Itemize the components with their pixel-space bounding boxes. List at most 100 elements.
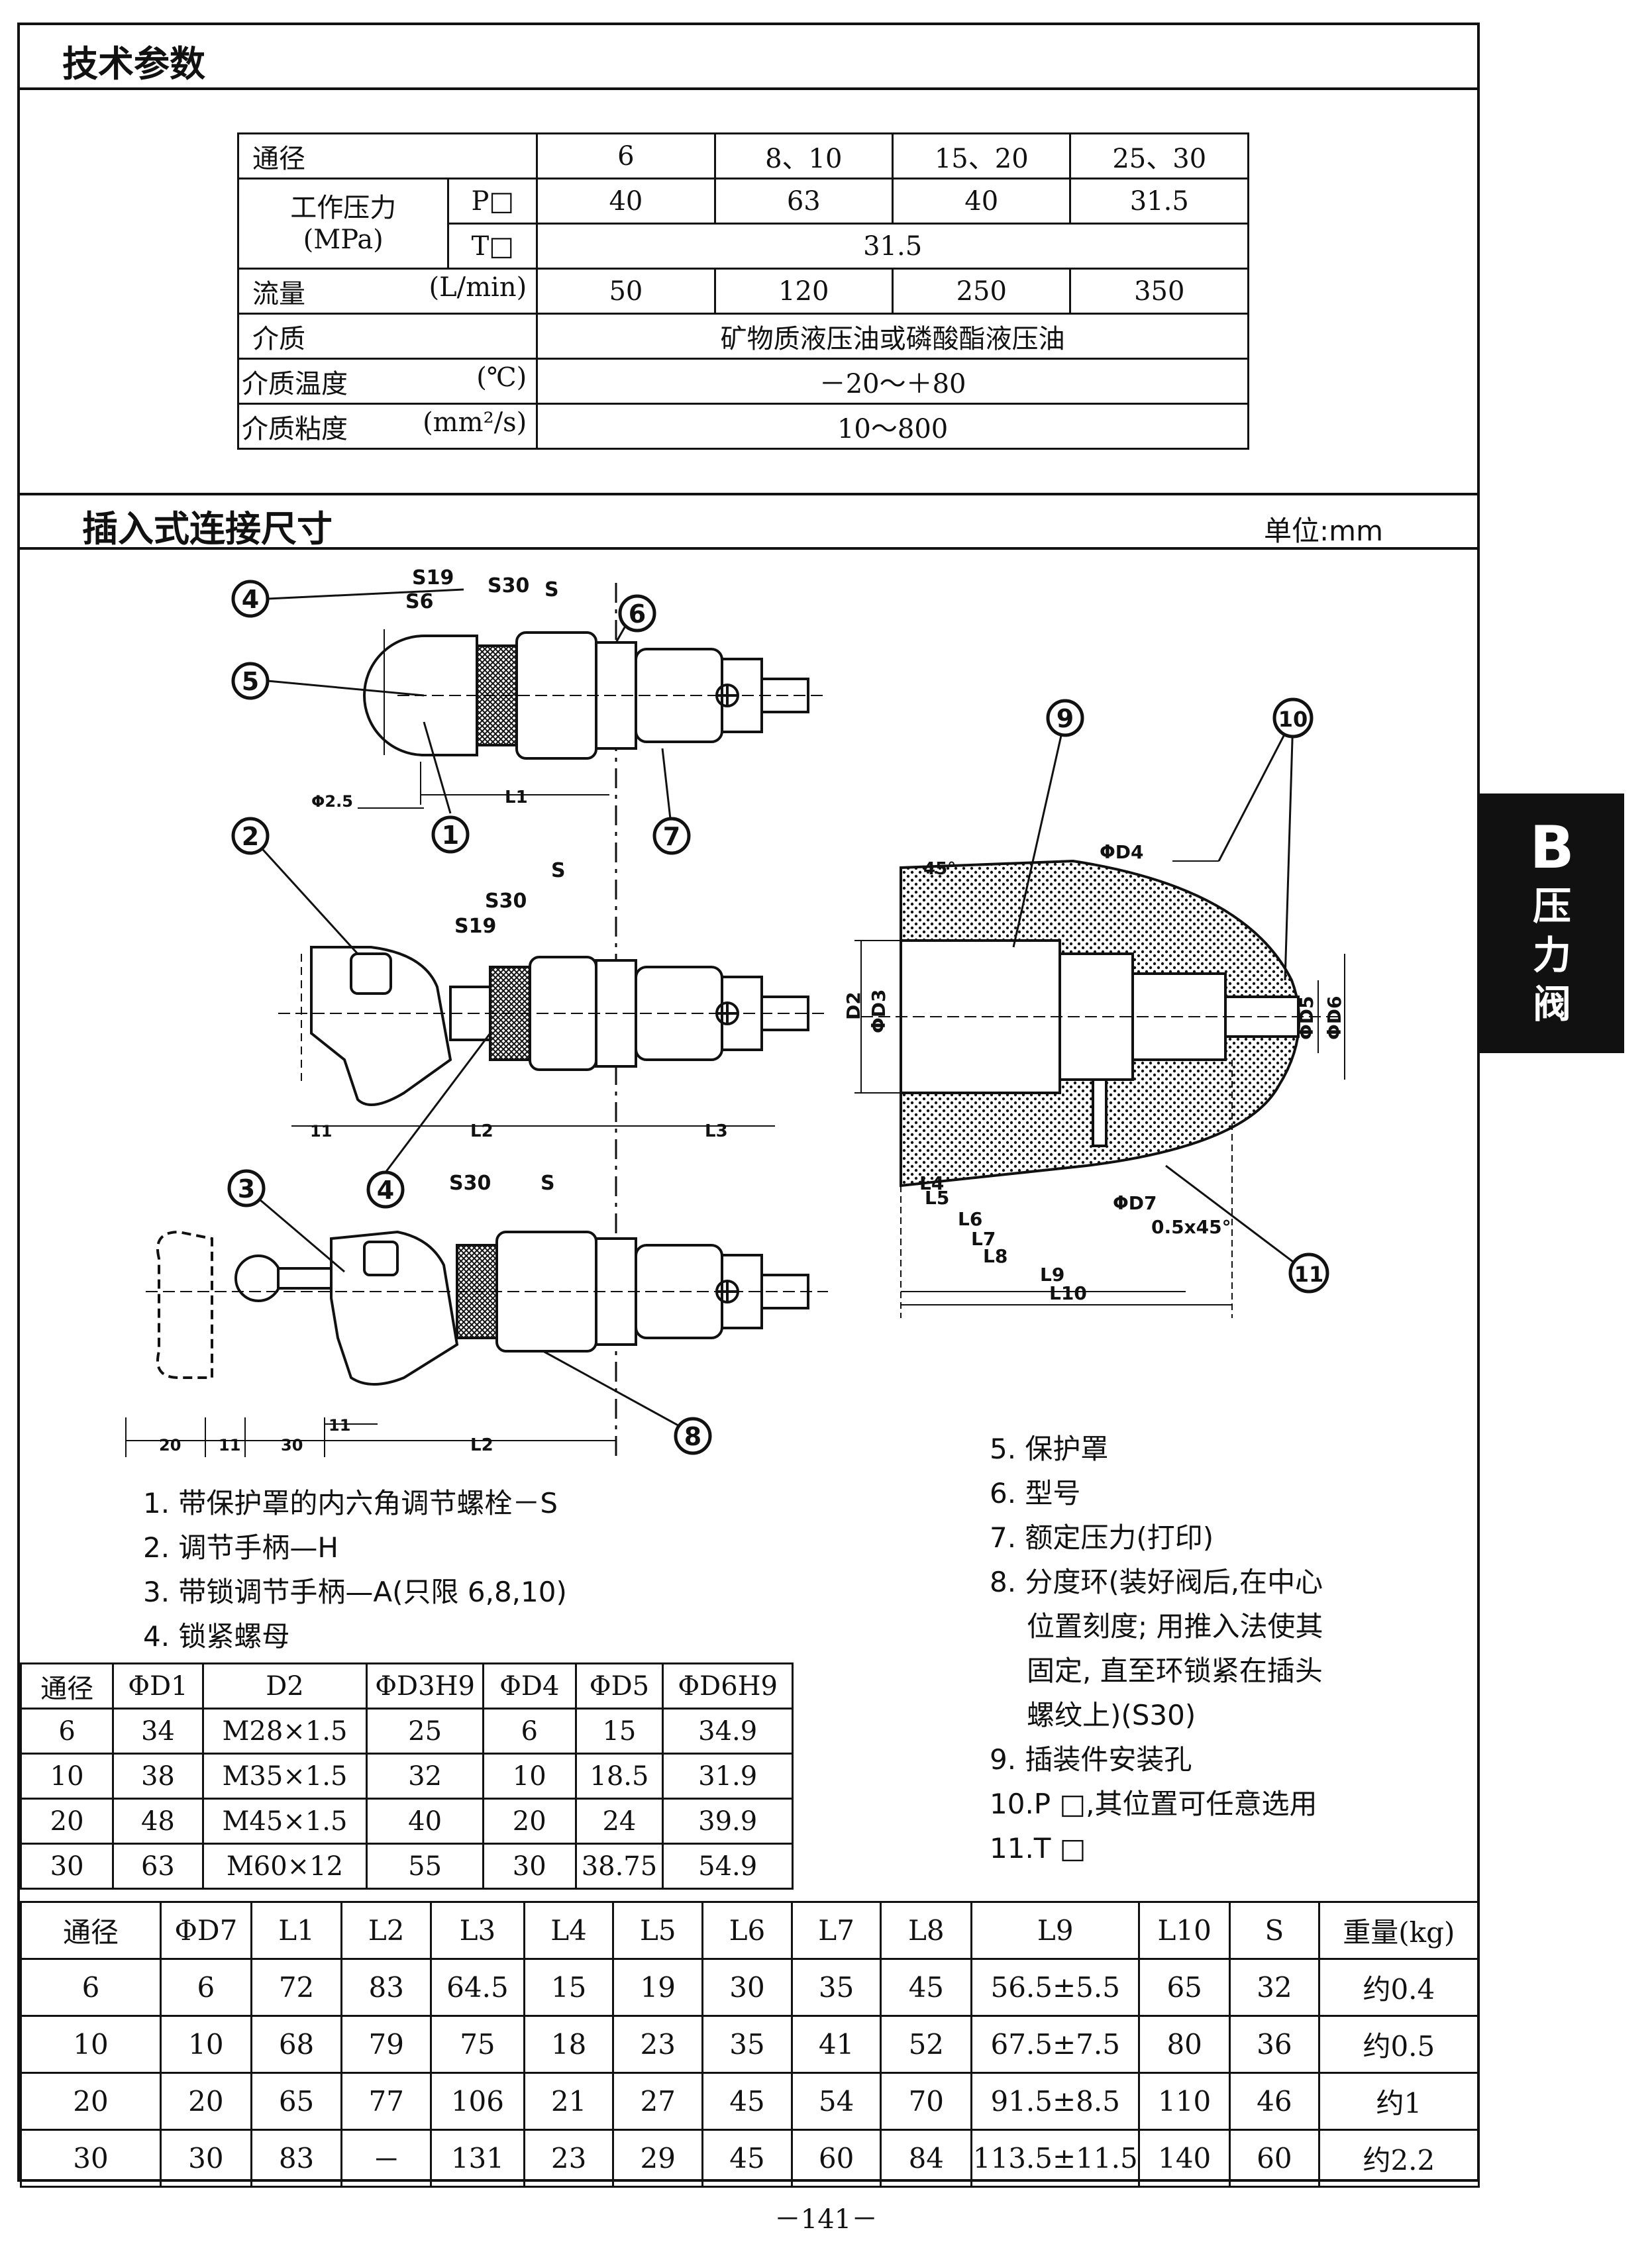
cell: 70 (880, 2072, 973, 2131)
cell: 40 (536, 178, 716, 225)
cell: 67.5±7.5 (970, 2015, 1141, 2074)
cell: 113.5±11.5 (970, 2129, 1141, 2188)
svg-text:S30: S30 (485, 890, 527, 913)
tech-params-title: 技术参数 (62, 43, 205, 85)
pressure-unit: (MPa) (303, 224, 384, 255)
flow-label: 流量 (L/min) (236, 268, 539, 315)
cell: 约1 (1317, 2072, 1480, 2131)
cell: 68 (250, 2015, 343, 2074)
svg-text:S30: S30 (449, 1172, 491, 1195)
cell: 54.9 (662, 1843, 794, 1890)
cell: 80 (1138, 2015, 1231, 2074)
temp-unit: (℃) (476, 362, 527, 393)
svg-text:L4: L4 (919, 1172, 944, 1194)
callout-5: 5 (231, 662, 270, 700)
cell: 60 (1229, 2129, 1320, 2188)
header-cell: L8 (880, 1901, 973, 1960)
svg-text:L6: L6 (958, 1208, 982, 1230)
svg-text:D2: D2 (843, 992, 864, 1020)
dimension-labels: S19 S6 S30 S L1 Φ2.5 S30 S19 S 11 L2 L3 … (159, 566, 1345, 1455)
cell: 45 (701, 2129, 793, 2188)
svg-text:L10: L10 (1049, 1282, 1087, 1304)
cell: 10 (160, 2015, 252, 2074)
header-cell: ΦD1 (112, 1662, 204, 1710)
svg-text:L8: L8 (983, 1245, 1007, 1267)
header-cell: 重量(kg) (1317, 1901, 1480, 1960)
legend-item: 4. 锁紧螺母 (143, 1620, 290, 1653)
callout-2: 2 (231, 817, 270, 855)
header-cell: L3 (430, 1901, 525, 1960)
cell: 250 (892, 268, 1072, 315)
cell: 6 (482, 1708, 577, 1755)
cell: 15 (574, 1708, 664, 1755)
header-cell: L5 (612, 1901, 704, 1960)
svg-text:0.5x45°: 0.5x45° (1151, 1216, 1231, 1238)
visc-unit: (mm²/s) (423, 407, 527, 438)
svg-text:S: S (551, 859, 566, 882)
svg-text:L5: L5 (925, 1187, 949, 1209)
table-row: 工作压力 (MPa) P□ 40 63 40 31.5 (236, 178, 1249, 270)
callout-7: 7 (652, 817, 691, 855)
cell: 46 (1229, 2072, 1320, 2131)
cell: 45 (880, 1958, 973, 2017)
svg-text:5: 5 (242, 667, 259, 696)
cell: 63 (713, 178, 894, 225)
cell: 19 (612, 1958, 704, 2017)
section-side-tab: B 压 力 阀 (1480, 793, 1624, 1053)
medium-label: 介质 (236, 313, 539, 360)
svg-text:11: 11 (329, 1416, 350, 1435)
cell: 38.75 (574, 1843, 664, 1890)
header-cell: S (1229, 1901, 1320, 1960)
pressure-label: 工作压力 (MPa) (236, 178, 450, 270)
header-cell: L7 (790, 1901, 882, 1960)
cell: 30 (482, 1843, 577, 1890)
cell: 23 (523, 2129, 615, 2188)
table-header-row: 通径 ΦD7 L1 L2 L3 L4 L5 L6 L7 L8 L9 L10 S … (19, 1901, 1480, 1960)
cell: 56.5±5.5 (970, 1958, 1141, 2017)
svg-text:8: 8 (684, 1422, 701, 1451)
cell: 48 (112, 1798, 204, 1845)
diameter-label: 通径 (236, 132, 539, 179)
cell: 35 (790, 1958, 882, 2017)
legend-item: 6. 型号 (990, 1477, 1081, 1509)
port-p: P□ (447, 178, 539, 225)
table-row: 流量 (L/min) 50 120 250 350 (236, 268, 1249, 315)
svg-text:ΦD6: ΦD6 (1323, 996, 1345, 1040)
spec-table: 通径 6 8、10 15、20 25、30 工作压力 (MPa) P□ 40 6… (236, 132, 1249, 450)
cell: 25、30 (1069, 132, 1249, 179)
cell: 34.9 (662, 1708, 794, 1755)
cell: 20 (19, 1798, 115, 1845)
temp-label-text: 介质温度 (242, 368, 348, 399)
cell: 83 (250, 2129, 343, 2188)
cell: 约0.4 (1317, 1958, 1480, 2017)
cell: 39.9 (662, 1798, 794, 1845)
flow-unit: (L/min) (429, 272, 527, 303)
cell: 140 (1138, 2129, 1231, 2188)
cell: 75 (430, 2015, 525, 2074)
cell: －20～＋80 (536, 358, 1249, 405)
cell: 31.9 (662, 1753, 794, 1800)
svg-text:11: 11 (310, 1122, 332, 1141)
svg-text:Φ2.5: Φ2.5 (311, 792, 353, 811)
svg-text:4: 4 (377, 1176, 394, 1205)
header-cell: D2 (201, 1662, 368, 1710)
svg-text:ΦD4: ΦD4 (1100, 841, 1144, 863)
cell: 约2.2 (1317, 2129, 1480, 2188)
cell: 38 (112, 1753, 204, 1800)
cell: 110 (1138, 2072, 1231, 2131)
table-row: 介质 矿物质液压油或磷酸酯液压油 (236, 313, 1249, 360)
cell: 10～800 (536, 403, 1249, 450)
valve-drawing: 4 5 1 6 7 2 3 4 8 9 10 11 (125, 566, 1345, 1457)
svg-text:S30: S30 (488, 574, 529, 597)
valve-view-a-type (125, 1230, 828, 1457)
svg-text:S6: S6 (405, 590, 433, 613)
callout-10: 10 (1272, 697, 1314, 739)
cell: 65 (250, 2072, 343, 2131)
legend-item-cont: 螺纹上)(S30) (1027, 1699, 1196, 1731)
side-tab-char: 力 (1532, 933, 1571, 978)
